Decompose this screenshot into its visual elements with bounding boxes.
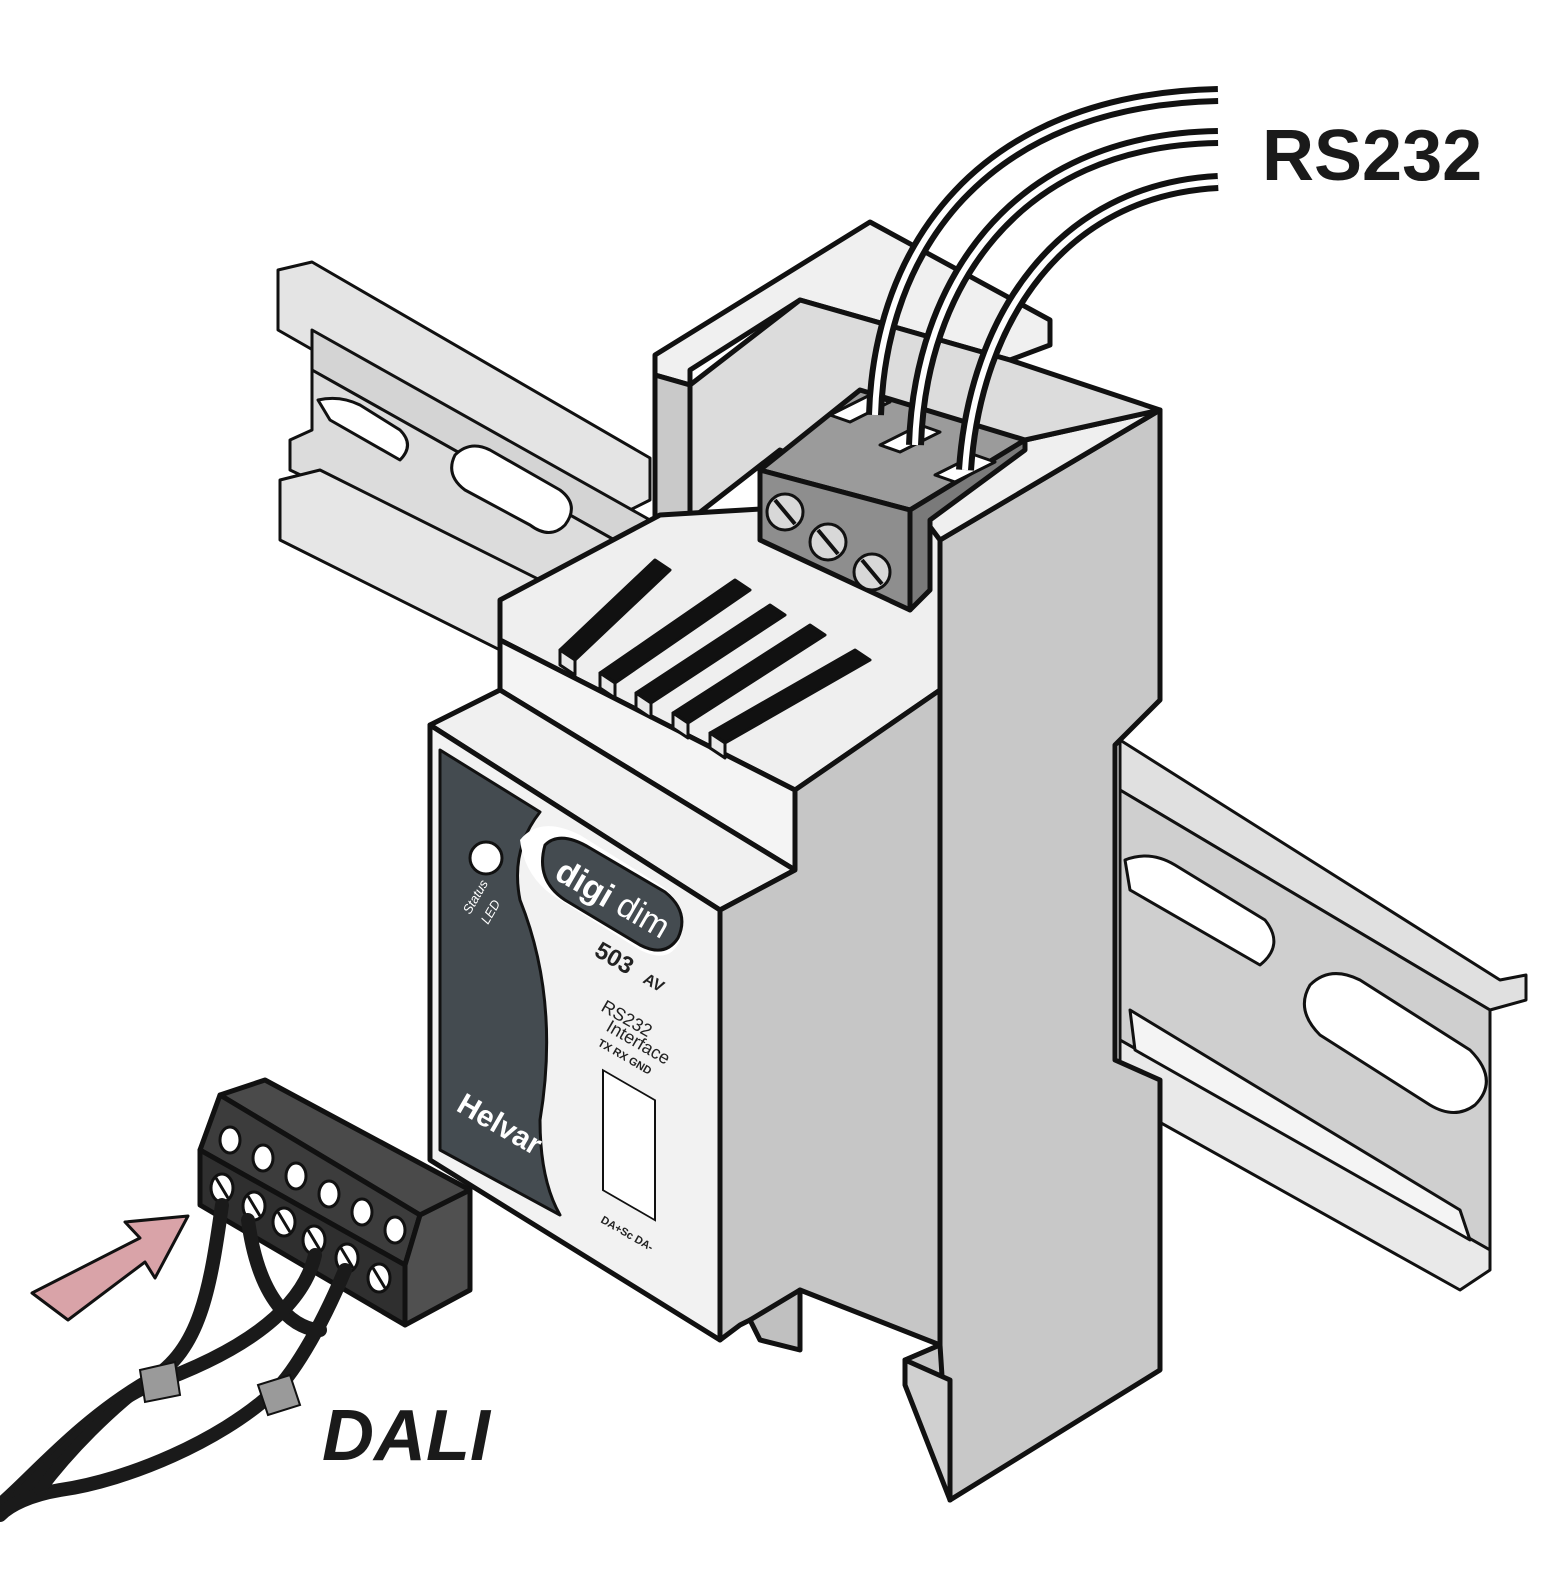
cable-sleeves: [138, 1360, 302, 1417]
dali-connector: [197, 1077, 473, 1328]
status-led-icon: [468, 840, 504, 876]
screw-icon: [209, 1172, 235, 1204]
screw-icon: [852, 552, 892, 592]
rs232-terminal-block: [757, 387, 1028, 613]
dali-openings: [218, 1125, 407, 1245]
screw-icon: [808, 522, 848, 562]
rail-slot-left-2: [316, 396, 409, 462]
insert-arrow-icon: [30, 1214, 190, 1322]
screw-icon: [241, 1190, 267, 1222]
rail-slot-right-2: [1123, 854, 1276, 967]
rs232-label: RS232: [1262, 116, 1482, 196]
din-rail-right: [1118, 738, 1528, 1292]
dali-label: DALI: [322, 1396, 492, 1476]
screw-icon: [765, 492, 805, 532]
faceplate: [438, 748, 684, 1222]
rail-slot-right: [1302, 972, 1488, 1114]
vent-slots: [558, 558, 872, 760]
screw-icon: [301, 1224, 327, 1256]
digidim-logo: [541, 836, 684, 952]
pin-diagram: [602, 1068, 656, 1222]
rail-slot-left: [450, 444, 573, 534]
screw-icon: [271, 1206, 297, 1238]
rs232-cables: [866, 86, 1219, 471]
screw-icon: [366, 1262, 392, 1294]
